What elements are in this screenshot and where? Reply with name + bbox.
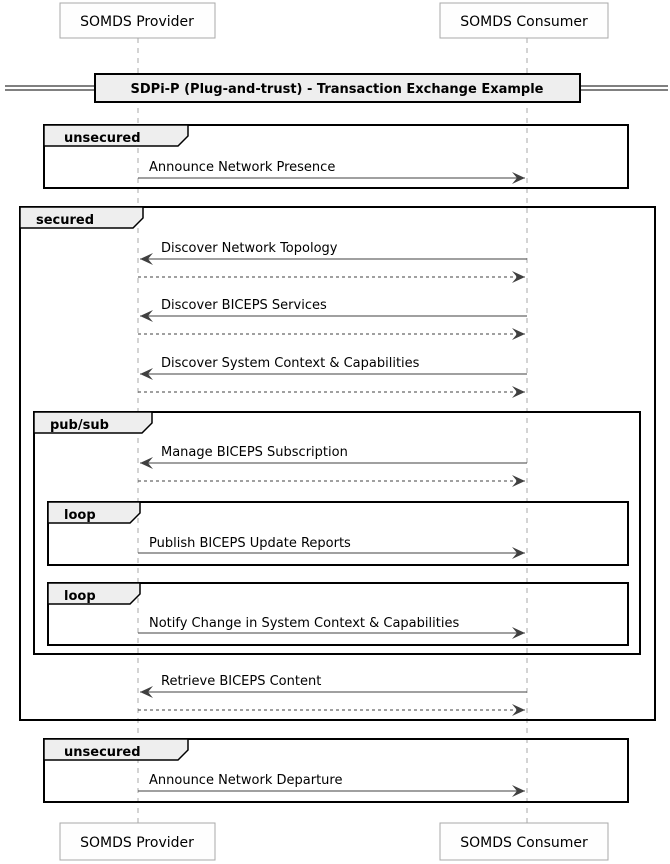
participant-provider-top: SOMDS Provider (59, 2, 216, 39)
participant-consumer-top: SOMDS Consumer (439, 2, 609, 39)
divider: SDPi-P (Plug-and-trust) - Transaction Ex… (5, 73, 668, 103)
group-loop-2: loop (47, 582, 629, 646)
group-unsecured-2-label: unsecured (64, 745, 141, 760)
message-manage-subscription: Manage BICEPS Subscription (140, 445, 527, 469)
message-discover-topology: Discover Network Topology (140, 241, 527, 265)
message-discover-topology-label: Discover Network Topology (161, 241, 338, 256)
message-discover-services: Discover BICEPS Services (140, 298, 527, 322)
group-unsecured-2: unsecured (43, 738, 629, 803)
message-retrieve-content: Retrieve BICEPS Content (140, 674, 527, 698)
message-notify-change: Notify Change in System Context & Capabi… (138, 616, 525, 639)
group-loop-1: loop (47, 501, 629, 566)
message-retrieve-content-label: Retrieve BICEPS Content (161, 674, 321, 689)
message-announce-presence: Announce Network Presence (138, 160, 525, 184)
group-pubsub-label: pub/sub (50, 418, 109, 433)
participant-provider-bottom: SOMDS Provider (59, 822, 216, 861)
group-unsecured-1: unsecured (43, 124, 629, 189)
message-announce-presence-label: Announce Network Presence (149, 160, 335, 175)
group-loop-1-label: loop (64, 508, 96, 523)
message-discover-services-label: Discover BICEPS Services (161, 298, 327, 313)
group-secured-label: secured (36, 213, 94, 228)
message-announce-departure-label: Announce Network Departure (149, 773, 342, 788)
divider-title: SDPi-P (Plug-and-trust) - Transaction Ex… (131, 82, 544, 97)
message-discover-context: Discover System Context & Capabilities (140, 356, 527, 380)
participant-provider-label-bottom: SOMDS Provider (80, 835, 194, 851)
message-notify-change-label: Notify Change in System Context & Capabi… (149, 616, 459, 631)
participant-provider-label: SOMDS Provider (80, 14, 194, 30)
group-secured: secured (19, 206, 656, 721)
message-publish-reports-label: Publish BICEPS Update Reports (149, 536, 351, 551)
participant-consumer-label: SOMDS Consumer (460, 14, 588, 30)
group-unsecured-1-label: unsecured (64, 131, 141, 146)
message-announce-departure: Announce Network Departure (138, 773, 525, 797)
message-manage-subscription-label: Manage BICEPS Subscription (161, 445, 348, 460)
message-publish-reports: Publish BICEPS Update Reports (138, 536, 525, 559)
participant-consumer-label-bottom: SOMDS Consumer (460, 835, 588, 851)
group-loop-2-label: loop (64, 589, 96, 604)
participant-consumer-bottom: SOMDS Consumer (439, 822, 609, 861)
message-discover-context-label: Discover System Context & Capabilities (161, 356, 420, 371)
group-pubsub: pub/sub (33, 411, 641, 655)
